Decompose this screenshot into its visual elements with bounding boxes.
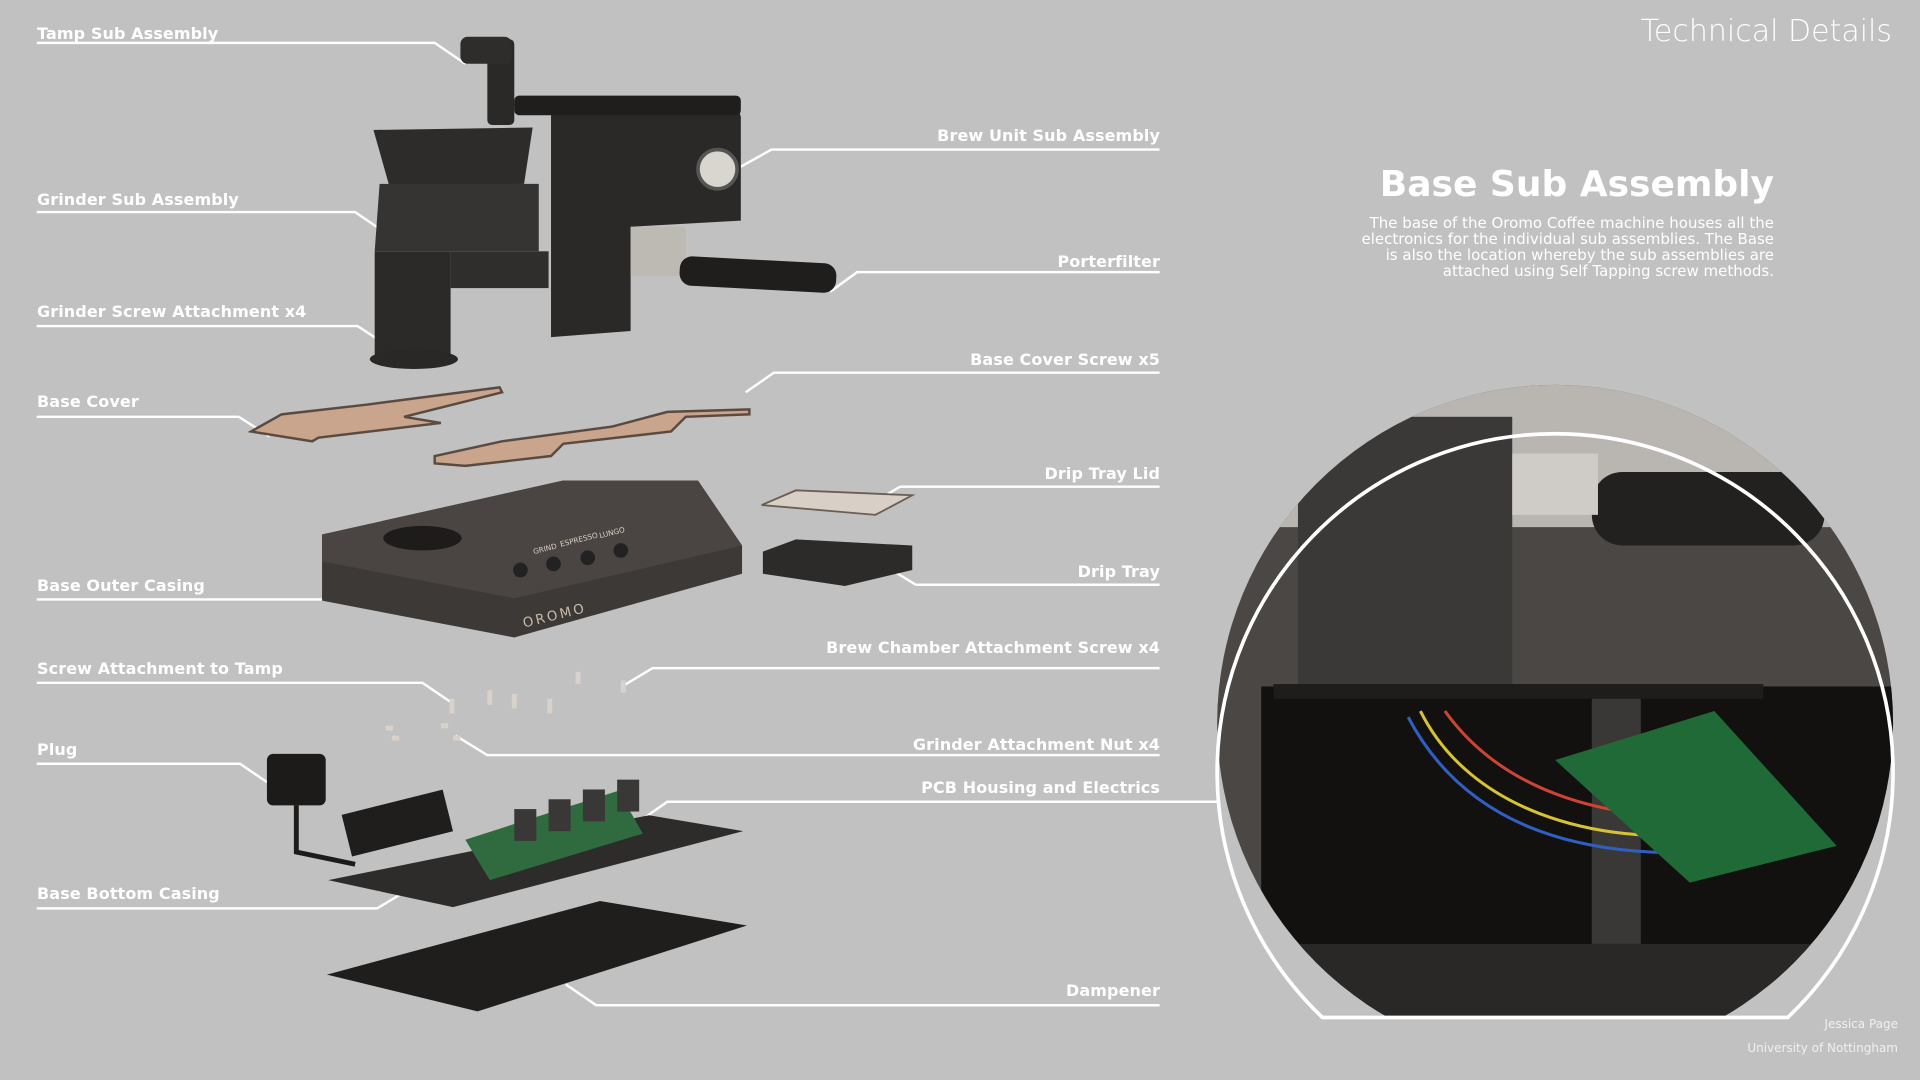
label-drip-tray: Drip Tray	[1077, 562, 1160, 581]
plug	[266, 753, 356, 867]
page-title: Technical Details	[1640, 14, 1892, 49]
drip-tray	[762, 539, 913, 586]
label-base-bottom-casing: Base Bottom Casing	[37, 884, 220, 903]
portafilter	[679, 256, 837, 293]
label-drip-tray-lid: Drip Tray Lid	[1044, 464, 1160, 483]
label-grinder-sub-assembly: Grinder Sub Assembly	[37, 190, 239, 209]
grinder-sub-assembly	[369, 127, 549, 369]
label-plug: Plug	[37, 740, 78, 759]
detail-magnifier	[1217, 384, 1894, 1018]
label-grinder-screw-attachment: Grinder Screw Attachment x4	[37, 302, 307, 321]
base-cover	[247, 386, 751, 468]
section-description: The base of the Oromo Coffee machine hou…	[1361, 214, 1774, 280]
label-pcb-housing-and-electrics: PCB Housing and Electrics	[921, 778, 1160, 797]
label-tamp-sub-assembly: Tamp Sub Assembly	[37, 24, 219, 43]
tamp-sub-assembly	[460, 36, 515, 126]
label-dampener: Dampener	[1066, 981, 1160, 1000]
label-brew-unit-sub-assembly: Brew Unit Sub Assembly	[937, 126, 1160, 145]
base-bottom-casing	[328, 779, 744, 908]
footer-author: Jessica Page	[1824, 1017, 1898, 1031]
label-grinder-attachment-nut: Grinder Attachment Nut x4	[912, 735, 1160, 754]
label-base-cover-screw: Base Cover Screw x5	[970, 350, 1160, 369]
base-outer-casing: GRIND ESPRESSO LUNGO OROMO	[322, 480, 743, 638]
label-porterfilter: Porterfilter	[1057, 252, 1160, 271]
label-screw-attachment-to-tamp: Screw Attachment to Tamp	[37, 659, 283, 678]
footer-institution: University of Nottingham	[1747, 1041, 1898, 1055]
dampener	[326, 901, 747, 1012]
drip-tray-lid	[761, 489, 916, 516]
brew-unit-sub-assembly	[508, 95, 741, 338]
screws	[385, 671, 626, 741]
label-brew-chamber-attachment-screw: Brew Chamber Attachment Screw x4	[826, 638, 1160, 657]
detail-circle-outline	[1215, 431, 1895, 1020]
label-base-outer-casing: Base Outer Casing	[37, 576, 205, 595]
label-base-cover: Base Cover	[37, 392, 139, 411]
section-title: Base Sub Assembly	[1379, 164, 1774, 205]
